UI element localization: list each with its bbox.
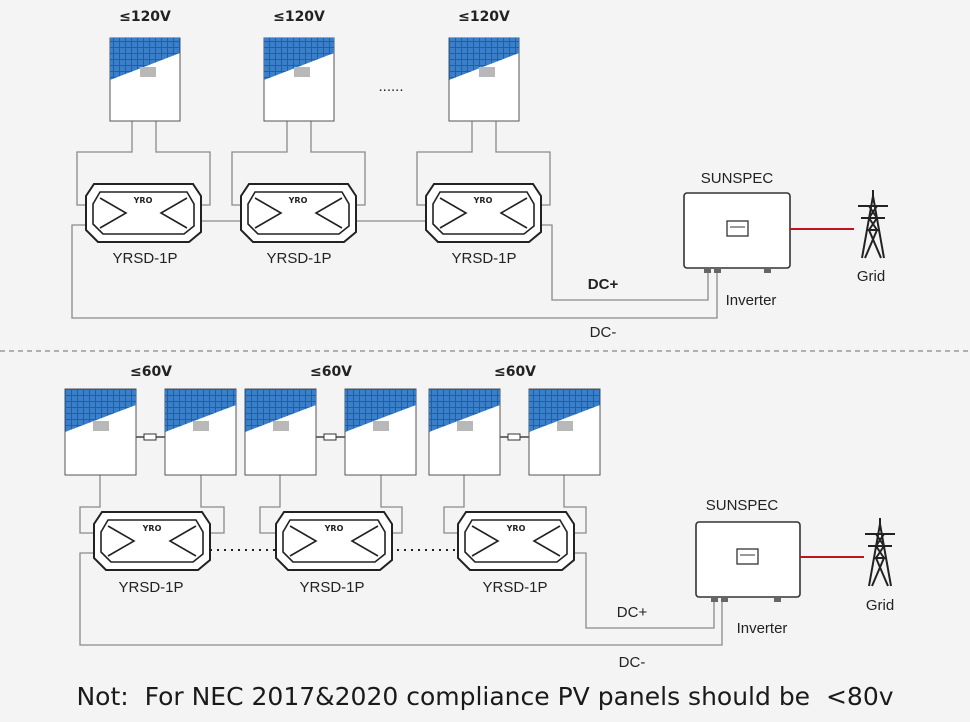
top-voltage-label-2: ≤120V [273, 9, 325, 25]
top-dc-minus-label: DC- [590, 324, 617, 341]
top-optimizer-2: YRO [240, 183, 357, 243]
bottom-connectors [143, 433, 521, 441]
bottom-section: ≤60V ≤60V ≤60V YRO YRO YRO YRSD-1P YRSD-… [64, 364, 895, 671]
top-voltage-label-1: ≤120V [119, 9, 171, 25]
top-transmission-tower-icon [858, 190, 888, 259]
bottom-device-label-2: YRSD-1P [299, 579, 364, 596]
top-section: ≤120V ≤120V ≤120V ...... YRO YRO YRO YRS… [71, 9, 888, 341]
top-optimizer-3-logo: YRO [473, 196, 493, 205]
bottom-optimizer-2-logo: YRO [324, 524, 344, 533]
bottom-optimizer-2: YRO [275, 511, 393, 571]
bottom-voltage-label-1: ≤60V [130, 364, 172, 380]
top-voltage-label-3: ≤120V [458, 9, 510, 25]
bottom-solar-panel-4 [344, 388, 417, 476]
bottom-transmission-tower-icon [865, 518, 895, 587]
top-optimizer-2-logo: YRO [288, 196, 308, 205]
top-optimizer-1: YRO [85, 183, 202, 243]
bottom-solar-panel-2 [164, 388, 237, 476]
top-device-label-2: YRSD-1P [266, 250, 331, 267]
bottom-inverter-title: SUNSPEC [706, 497, 779, 514]
top-optimizer-3: YRO [425, 183, 542, 243]
top-inverter [683, 192, 791, 273]
bottom-device-label-1: YRSD-1P [118, 579, 183, 596]
bottom-inverter-label: Inverter [737, 620, 788, 637]
top-inverter-label: Inverter [726, 292, 777, 309]
top-dc-plus-label: DC+ [588, 276, 619, 293]
bottom-optimizer-1: YRO [93, 511, 211, 571]
bottom-solar-panel-3 [244, 388, 317, 476]
bottom-optimizer-3: YRO [457, 511, 575, 571]
top-optimizer-1-logo: YRO [133, 196, 153, 205]
bottom-solar-panel-6 [528, 388, 601, 476]
bottom-dc-plus-label: DC+ [617, 604, 648, 621]
bottom-optimizer-3-logo: YRO [506, 524, 526, 533]
compliance-note: Not: For NEC 2017&2020 compliance PV pan… [76, 682, 894, 711]
bottom-inverter [695, 521, 801, 602]
top-solar-panel-1 [109, 37, 181, 122]
top-solar-panel-3 [448, 37, 520, 122]
top-device-label-3: YRSD-1P [451, 250, 516, 267]
top-grid-label: Grid [857, 268, 885, 285]
bottom-grid-label: Grid [866, 597, 894, 614]
bottom-voltage-label-3: ≤60V [494, 364, 536, 380]
bottom-solar-panel-5 [428, 388, 501, 476]
bottom-voltage-label-2: ≤60V [310, 364, 352, 380]
top-inverter-title: SUNSPEC [701, 170, 774, 187]
bottom-solar-panel-1 [64, 388, 137, 476]
bottom-optimizer-1-logo: YRO [142, 524, 162, 533]
bottom-dc-minus-label: DC- [619, 654, 646, 671]
top-solar-panel-2 [263, 37, 335, 122]
bottom-device-label-3: YRSD-1P [482, 579, 547, 596]
top-panel-wires [71, 121, 718, 319]
top-device-label-1: YRSD-1P [112, 250, 177, 267]
top-ellipsis: ...... [378, 78, 403, 95]
